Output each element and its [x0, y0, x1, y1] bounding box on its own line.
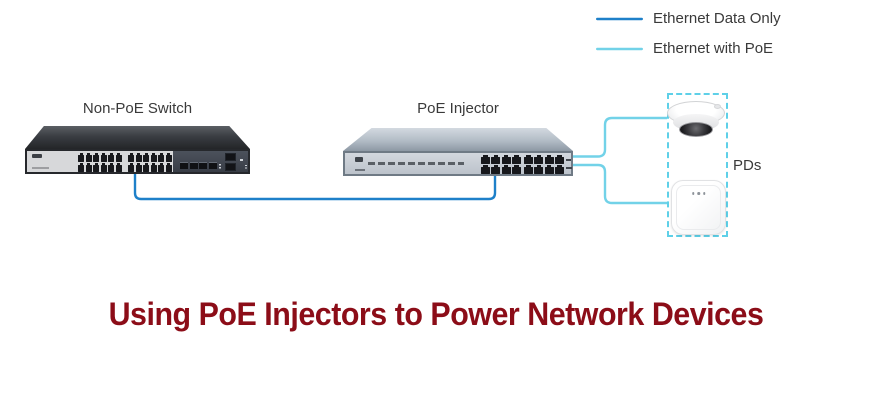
data-only-line-swatch — [596, 17, 643, 20]
switch-label: Non-PoE Switch — [82, 100, 193, 117]
rj45-port — [524, 164, 533, 174]
rj45-port — [150, 162, 157, 172]
poe-cable-to-camera — [572, 116, 667, 158]
port-group-tick — [566, 167, 572, 169]
ethernet-data-cable — [133, 171, 497, 201]
uplink-port-stack — [225, 153, 236, 171]
switch-front-panel — [25, 149, 250, 174]
ip-dome-camera-icon — [666, 100, 728, 142]
rj45-port — [78, 152, 85, 162]
sfp-slot — [180, 162, 188, 169]
panel-tick — [245, 165, 247, 169]
rj45-port — [108, 152, 115, 162]
switch-model-text — [32, 167, 49, 169]
switch-brand-logo — [32, 154, 42, 158]
poe-line-swatch — [596, 47, 643, 50]
access-point-face — [676, 185, 721, 230]
injector-small-print — [355, 169, 365, 171]
sfp-slot — [199, 162, 207, 169]
legend-label-poe: Ethernet with PoE — [653, 40, 774, 57]
rj45-port — [524, 154, 533, 164]
rj45-port — [501, 154, 511, 164]
legend-label-data-only: Ethernet Data Only — [653, 10, 781, 27]
rj45-port — [534, 154, 544, 164]
rj45-port — [108, 162, 115, 172]
uplink-rj45-port — [225, 162, 236, 171]
rj45-port-group — [78, 152, 122, 172]
rj45-port — [501, 164, 511, 174]
rj45-port — [143, 162, 150, 172]
rj45-port — [512, 164, 521, 174]
injector-front-panel — [343, 151, 573, 176]
rj45-port — [100, 152, 107, 162]
rj45-port — [158, 152, 165, 162]
rj45-port — [100, 162, 107, 172]
wireless-access-point-icon — [671, 180, 726, 235]
camera-detail — [714, 104, 721, 109]
sfp-slot — [189, 162, 198, 169]
rj45-port — [158, 162, 165, 172]
rj45-port — [481, 154, 490, 164]
switch-uplink-zone — [173, 151, 248, 172]
switch-chassis-top — [25, 126, 250, 149]
non-poe-switch — [25, 126, 250, 176]
rj45-port — [135, 162, 142, 172]
rj45-port — [78, 162, 85, 172]
rj45-port — [85, 162, 92, 172]
pds-dashed-box — [667, 93, 728, 237]
rj45-port-group — [481, 154, 521, 174]
rj45-port — [128, 162, 135, 172]
poe-cable-to-access-point — [572, 163, 667, 205]
injector-brand-logo — [355, 157, 363, 162]
access-point-leds — [691, 192, 706, 195]
sfp-slot-row — [180, 162, 217, 169]
rj45-port — [544, 164, 554, 174]
port-group-tick — [566, 159, 571, 161]
poe-injector — [343, 128, 573, 177]
rj45-port — [544, 154, 554, 164]
injector-label: PoE Injector — [417, 100, 499, 117]
rj45-port — [135, 152, 142, 162]
diagram-title: Using PoE Injectors to Power Network Dev… — [108, 296, 764, 332]
led-dot — [691, 192, 695, 195]
rj45-port — [534, 164, 544, 174]
led-dot — [702, 192, 706, 195]
sfp-slot — [208, 162, 217, 169]
rj45-port — [512, 154, 521, 164]
led-dot — [697, 192, 700, 195]
rj45-port — [115, 152, 122, 162]
rj45-port — [491, 154, 501, 164]
rj45-port — [555, 154, 564, 164]
camera-lens — [679, 122, 713, 137]
rj45-port — [165, 162, 172, 172]
legend-item-data-only: Ethernet Data Only — [596, 10, 781, 27]
rj45-port — [150, 152, 157, 162]
rj45-port-group — [128, 152, 172, 172]
sfp-tick-marks — [219, 164, 221, 169]
panel-tick — [240, 159, 243, 161]
rj45-port — [115, 162, 122, 172]
uplink-rj45-port — [225, 153, 236, 161]
legend-item-poe: Ethernet with PoE — [596, 40, 773, 57]
rj45-port — [85, 152, 92, 162]
injector-chassis-top — [343, 128, 573, 151]
rj45-port — [93, 162, 100, 172]
rj45-port — [555, 164, 564, 174]
rj45-port — [165, 152, 172, 162]
rj45-port — [128, 152, 135, 162]
rj45-port — [143, 152, 150, 162]
pds-label: PDs — [733, 157, 762, 174]
rj45-port — [491, 164, 501, 174]
injector-model-text — [368, 162, 464, 165]
rj45-port-group — [524, 154, 564, 174]
rj45-port — [481, 164, 490, 174]
rj45-port — [93, 152, 100, 162]
